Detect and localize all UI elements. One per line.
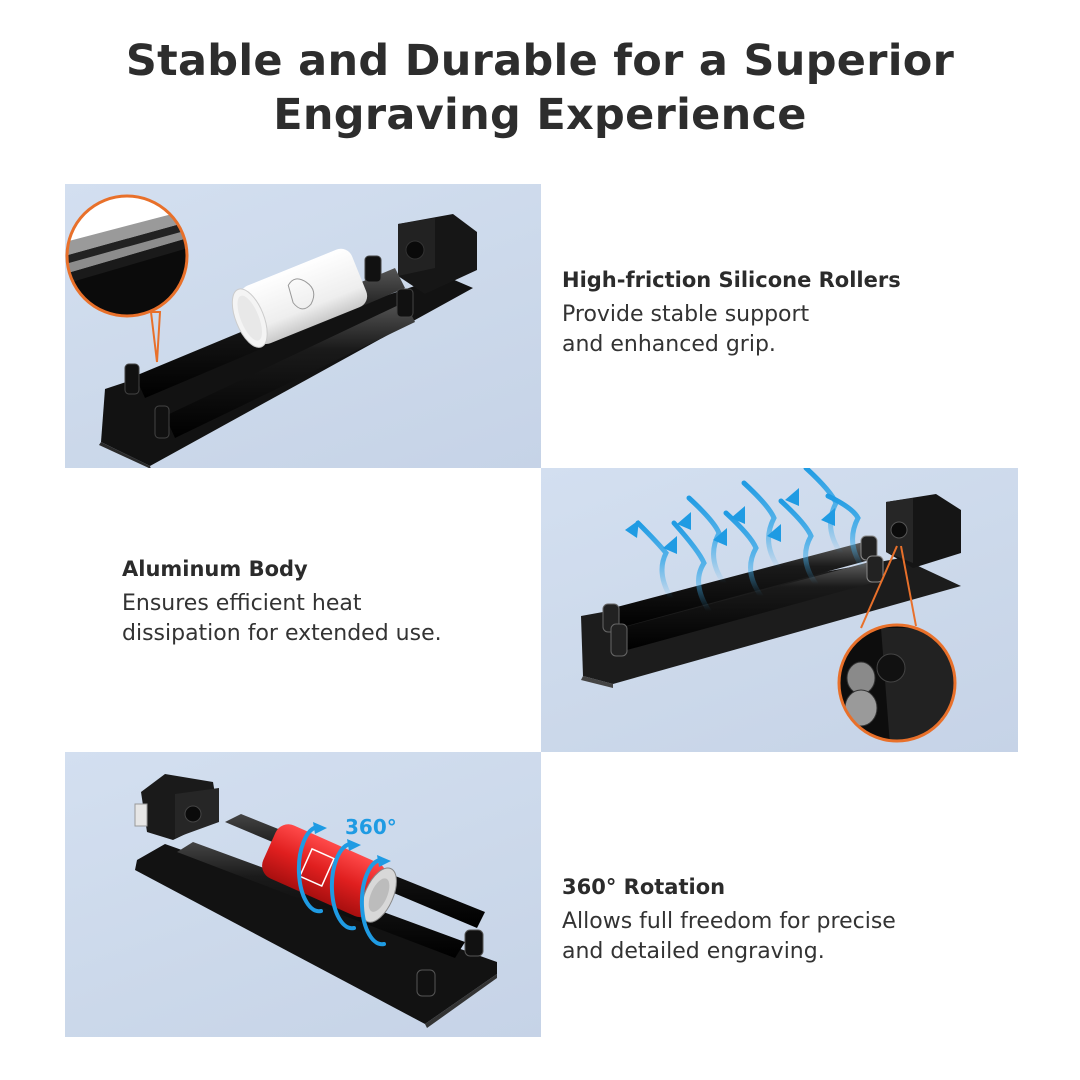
product-image-360-rotation: 360° [65, 752, 541, 1037]
feature-title: Aluminum Body [122, 557, 308, 581]
heat-dissipation-arrows-icon [635, 468, 866, 614]
feature-360-rotation: 360° Rotation Allows full freedom for pr… [562, 873, 982, 967]
rotary-roller-bottle-illustration [65, 194, 477, 468]
feature-aluminum-body: Aluminum Body Ensures efficient heat dis… [122, 555, 542, 649]
page-title-line-1: Stable and Durable for a Superior [125, 36, 955, 86]
page-title-line-2: Engraving Experience [273, 90, 807, 140]
product-image-silicone-rollers [65, 184, 541, 468]
feature-silicone-rollers: High-friction Silicone Rollers Provide s… [562, 266, 982, 360]
rotation-arrows-icon [296, 825, 386, 947]
roller-zoom-callout [65, 194, 189, 363]
rotary-roller-can-illustration: 360° [134, 774, 497, 1028]
heat-arrow-heads [625, 488, 835, 554]
feature-description: Ensures efficient heat dissipation for e… [122, 591, 442, 646]
product-image-aluminum-body [541, 468, 1018, 752]
rotary-roller-heat-illustration [581, 468, 961, 743]
feature-description: Allows full freedom for precise and deta… [562, 909, 896, 964]
feature-title: 360° Rotation [562, 875, 726, 899]
feature-title: High-friction Silicone Rollers [562, 268, 901, 292]
red-can [262, 824, 397, 923]
rotation-badge: 360° [345, 815, 397, 839]
page-title: Stable and Durable for a Superior Engrav… [0, 34, 1080, 142]
feature-description: Provide stable support and enhanced grip… [562, 302, 810, 357]
